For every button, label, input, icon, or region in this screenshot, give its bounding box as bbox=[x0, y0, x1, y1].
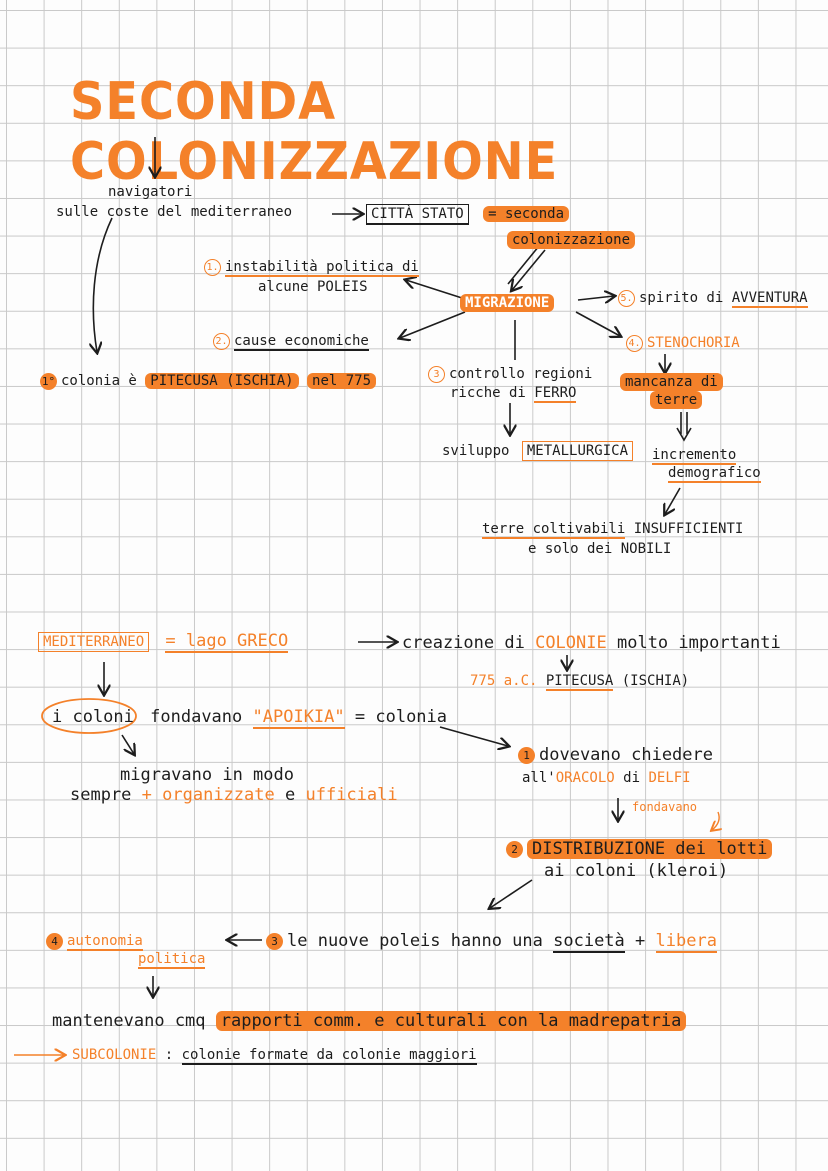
cause-2: 2.cause economiche bbox=[213, 332, 369, 351]
mancanza-line1: mancanza di bbox=[620, 373, 723, 391]
citta-stato-label: CITTÀ STATO bbox=[366, 204, 469, 225]
cause-3-b: ricche di FERRO bbox=[450, 385, 577, 403]
coloni-line: i coloni fondavano "APOIKIA" = colonia bbox=[52, 707, 448, 729]
migrazione-label: MIGRAZIONE bbox=[460, 294, 555, 312]
terre-line1: terre coltivabili INSUFFICIENTI bbox=[482, 521, 744, 539]
navigatori-line1: navigatori bbox=[108, 184, 193, 200]
cause-1-b: alcune POLEIS bbox=[258, 279, 368, 295]
subcolonie-line: SUBCOLONIE : colonie formate da colonie … bbox=[72, 1047, 477, 1065]
prima-colonia: 1°colonia è PITECUSA (ISCHIA) nel 775 bbox=[40, 372, 377, 390]
arrow-coloni-migravano bbox=[121, 734, 134, 754]
coloni-circle bbox=[41, 698, 137, 734]
arrow-step2-step3 bbox=[490, 879, 533, 908]
citta-stato-group: CITTÀ STATO = seconda bbox=[366, 204, 570, 225]
mancanza-line2: terre bbox=[650, 391, 703, 409]
cause-4: 4.STENOCHORIA bbox=[626, 334, 740, 352]
page-title: SECONDA COLONIZZAZIONE bbox=[70, 72, 559, 192]
colonizzazione-label: colonizzazione bbox=[507, 231, 636, 249]
cause-1: 1.instabilità politica di bbox=[204, 258, 419, 277]
migravano-line1: migravano in modo bbox=[120, 765, 294, 785]
arrow-colonia-step1 bbox=[439, 726, 508, 746]
step4-line2: politica bbox=[138, 951, 206, 969]
terre-line2: e solo dei NOBILI bbox=[528, 541, 672, 557]
incremento-line1: incremento bbox=[652, 447, 737, 465]
arrow-migr-c5 bbox=[577, 296, 614, 300]
step1-line2: all'ORACOLO di DELFI bbox=[522, 770, 691, 786]
arrow-seconda-migrazione bbox=[512, 249, 546, 290]
step2-line2: ai coloni (kleroi) bbox=[544, 861, 729, 881]
navigatori-line2: sulle coste del mediterraneo bbox=[56, 204, 293, 220]
fondavano-note: fondavano bbox=[632, 800, 698, 814]
cause-5: 5.spirito di AVVENTURA bbox=[618, 289, 808, 308]
seconda-label: = seconda bbox=[483, 206, 570, 222]
migravano-line2: sempre + organizzate e ufficiali bbox=[70, 785, 398, 805]
arrow-navigatori-colonia bbox=[93, 217, 113, 352]
arrow-migr-c1 bbox=[406, 280, 463, 299]
arrow-migr-c4 bbox=[575, 311, 620, 336]
incremento-line2: demografico bbox=[668, 465, 761, 483]
date-line: 775 a.C. PITECUSA (ISCHIA) bbox=[470, 673, 690, 691]
arrow-incremento-terre bbox=[665, 487, 681, 514]
creazione-line: creazione di COLONIE molto importanti bbox=[402, 633, 781, 653]
mantenevano-line: mantenevano cmq rapporti comm. e cultura… bbox=[52, 1010, 687, 1032]
arrow-migr-c2 bbox=[400, 311, 466, 338]
mediterraneo-group: MEDITERRANEO = lago GRECO bbox=[38, 630, 289, 653]
sviluppo-group: sviluppo METALLURGICA bbox=[442, 441, 634, 461]
